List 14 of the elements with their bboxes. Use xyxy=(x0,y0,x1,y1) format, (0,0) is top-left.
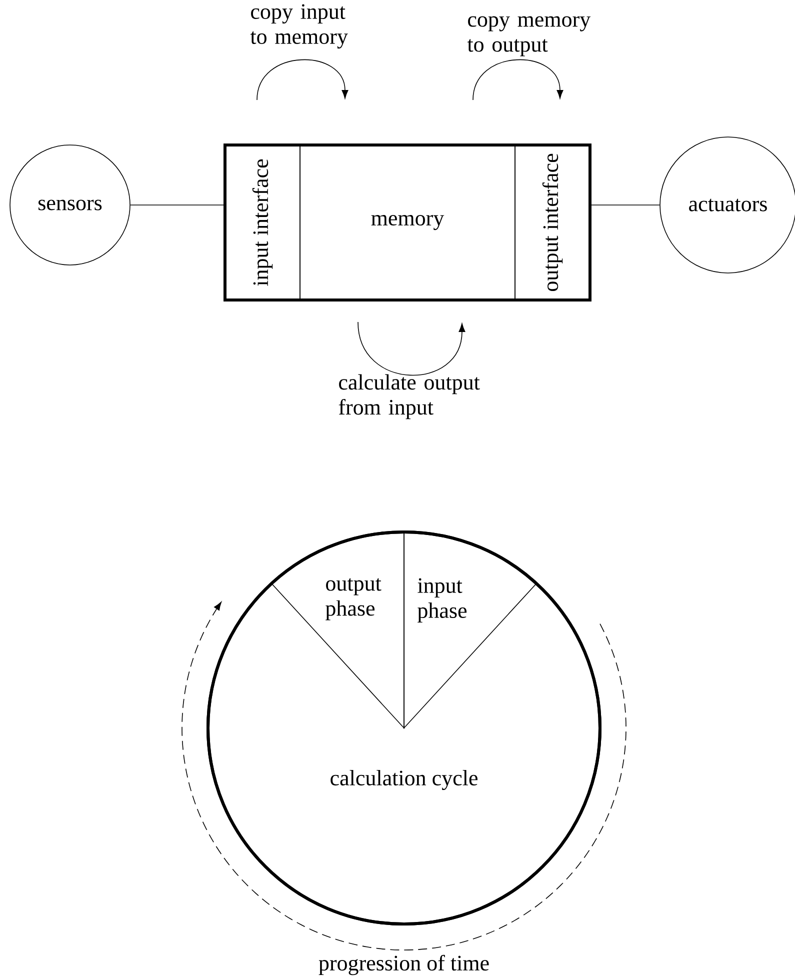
curved-arrow xyxy=(358,322,466,376)
connector-line xyxy=(130,204,224,206)
controller-box xyxy=(224,144,592,302)
edge-label: calculate output from input xyxy=(338,374,480,420)
section-box: output interface xyxy=(514,144,590,300)
edge-label: copy input to memory xyxy=(250,4,348,49)
section-box: memory xyxy=(300,144,516,300)
edge-label: copy memory to output xyxy=(467,16,591,56)
section-box: input interface xyxy=(224,144,300,300)
connector-line xyxy=(591,204,660,206)
curved-arrow xyxy=(472,59,564,100)
caption-text: progression of time xyxy=(318,954,489,976)
curved-arrow xyxy=(256,59,348,100)
node-label: calculation cycle xyxy=(330,770,478,790)
